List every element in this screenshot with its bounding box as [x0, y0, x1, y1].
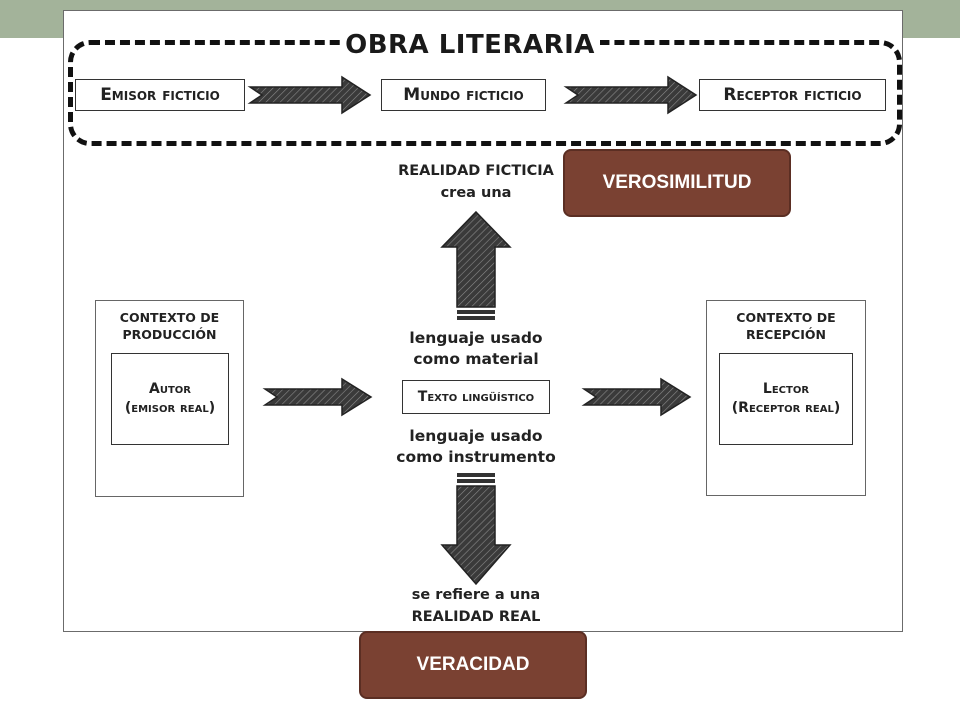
arrow-emisor-to-mundo: [247, 75, 372, 115]
lenguaje-material-label: lenguaje usado como material: [386, 328, 566, 370]
autor-box: Autor (emisor real): [111, 353, 229, 445]
realidad-ficticia-line2: crea una: [440, 185, 512, 201]
emisor-ficticio-box: Emisor ficticio: [75, 79, 245, 111]
contexto-produccion-box: CONTEXTO DE PRODUCCIÓN Autor (emisor rea…: [95, 300, 244, 497]
mundo-ficticio-label: Mundo ficticio: [403, 85, 524, 105]
autor-label: Autor: [149, 381, 191, 397]
arrow-down-to-realidad-real: [440, 485, 512, 586]
contexto-produccion-title-line1: CONTEXTO DE: [119, 310, 220, 325]
lector-box: Lector (Receptor real): [719, 353, 853, 445]
contexto-recepcion-title-line2: RECEPCIÓN: [746, 327, 826, 342]
emisor-real-label: (emisor real): [124, 400, 216, 416]
lenguaje-instrumento-label: lenguaje usado como instrumento: [376, 426, 576, 468]
realidad-ficticia-label: REALIDAD FICTICIA crea una: [376, 160, 576, 204]
mundo-ficticio-box: Mundo ficticio: [381, 79, 546, 111]
lenguaje-instrumento-line2: como instrumento: [396, 448, 556, 466]
arrow-autor-to-texto: [262, 377, 373, 417]
lector-label: Lector: [762, 381, 810, 397]
diagram-title: OBRA LITERARIA: [340, 28, 600, 62]
contexto-recepcion-title: CONTEXTO DE RECEPCIÓN: [707, 309, 865, 343]
lenguaje-material-line2: como material: [413, 350, 539, 368]
receptor-real-label: (Receptor real): [731, 400, 841, 416]
lenguaje-instrumento-line1: lenguaje usado: [409, 427, 543, 445]
arrow-mundo-to-receptor: [563, 75, 698, 115]
contexto-recepcion-title-line1: CONTEXTO DE: [736, 310, 836, 325]
contexto-produccion-title-line2: PRODUCCIÓN: [122, 327, 217, 342]
realidad-real-label: se refiere a una REALIDAD REAL: [376, 584, 576, 628]
lenguaje-material-line1: lenguaje usado: [409, 329, 543, 347]
veracidad-badge: VERACIDAD: [359, 631, 587, 699]
contexto-produccion-title: CONTEXTO DE PRODUCCIÓN: [96, 309, 243, 343]
texto-linguistico-box: Texto lingüístico: [402, 380, 550, 414]
receptor-ficticio-label: Receptor ficticio: [723, 85, 862, 105]
texto-linguistico-label: Texto lingüístico: [417, 389, 535, 405]
realidad-real-line2: REALIDAD REAL: [411, 609, 541, 625]
emisor-ficticio-label: Emisor ficticio: [100, 85, 220, 105]
receptor-ficticio-box: Receptor ficticio: [699, 79, 886, 111]
verosimilitud-badge: VEROSIMILITUD: [563, 149, 791, 217]
realidad-ficticia-line1: REALIDAD FICTICIA: [398, 163, 554, 179]
arrow-up-to-realidad-ficticia: [440, 210, 512, 308]
arrow-texto-to-lector: [581, 377, 692, 417]
veracidad-label: VERACIDAD: [416, 654, 530, 675]
verosimilitud-label: VEROSIMILITUD: [602, 172, 752, 193]
contexto-recepcion-box: CONTEXTO DE RECEPCIÓN Lector (Receptor r…: [706, 300, 866, 496]
realidad-real-line1: se refiere a una: [411, 587, 541, 603]
